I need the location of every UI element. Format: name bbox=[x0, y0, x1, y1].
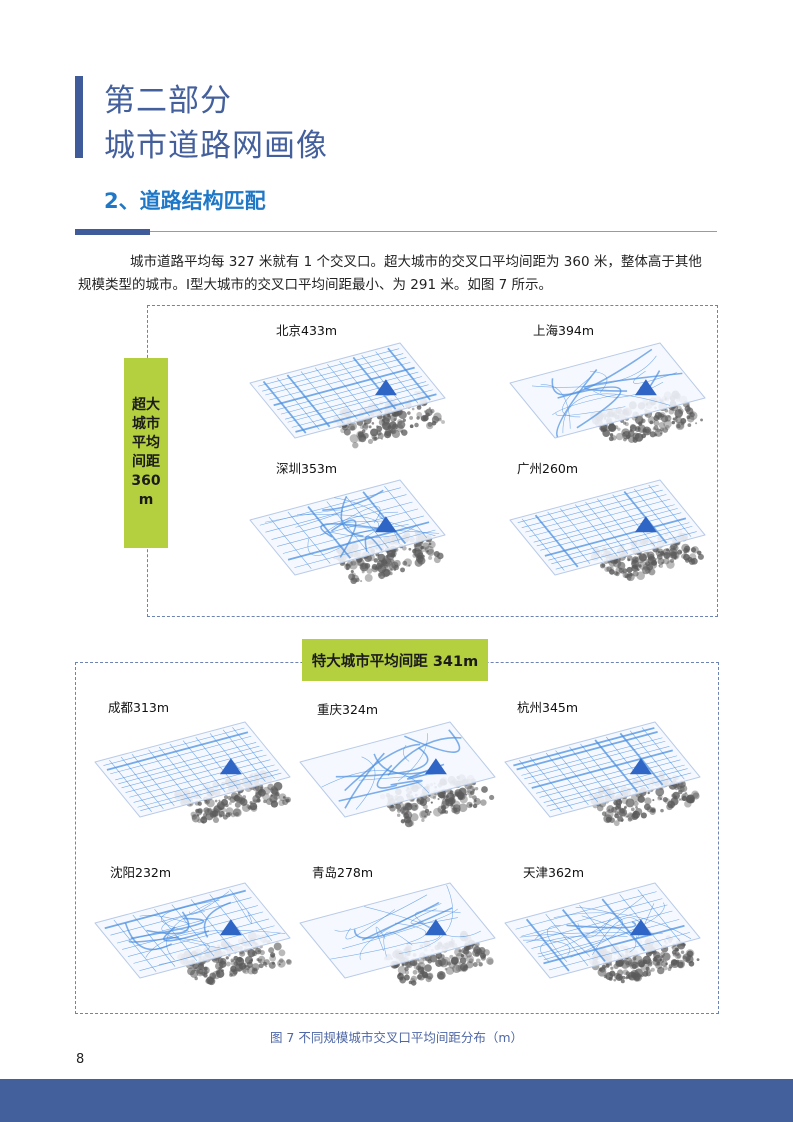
location-marker-icon bbox=[629, 758, 652, 775]
footer-band bbox=[0, 1079, 793, 1122]
road-network-illustration bbox=[504, 882, 701, 984]
road-network-illustration bbox=[509, 342, 706, 443]
city-label-shanghai: 上海394m bbox=[533, 323, 595, 338]
paragraph-line-1: 城市道路平均每 327 米就有 1 个交叉口。超大城市的交叉口平均间距为 360… bbox=[130, 254, 702, 270]
figure-caption: 图 7 不同规模城市交叉口平均间距分布（m） bbox=[269, 1030, 524, 1045]
chapter-title: 第二部分 bbox=[104, 83, 232, 119]
location-marker-icon bbox=[219, 758, 242, 775]
super-city-average-label: 超大城市平均间距360m bbox=[124, 358, 168, 548]
location-marker-icon bbox=[374, 516, 397, 533]
road-network-illustration bbox=[249, 479, 446, 585]
body-paragraph: 城市道路平均每 327 米就有 1 个交叉口。超大城市的交叉口平均间距为 360… bbox=[78, 251, 720, 297]
city-label-chengdu: 成都313m bbox=[108, 700, 170, 715]
paragraph-line-2: 规模类型的城市。Ⅰ型大城市的交叉口平均间距最小、为 291 米。如图 7 所示。 bbox=[78, 277, 553, 293]
location-marker-icon bbox=[634, 379, 657, 396]
mega-city-average-label: 特大城市平均间距 341m bbox=[302, 639, 488, 681]
city-map-guangzhou bbox=[500, 470, 715, 604]
location-marker-icon bbox=[634, 516, 657, 533]
city-label-hangzhou: 杭州345m bbox=[517, 700, 579, 715]
city-map-shenyang bbox=[85, 873, 300, 1007]
section-divider-accent bbox=[75, 229, 150, 235]
road-network-illustration bbox=[509, 479, 706, 582]
location-marker-icon bbox=[629, 919, 652, 936]
city-map-beijing bbox=[240, 333, 455, 467]
chapter-subtitle: 城市道路网画像 bbox=[104, 128, 328, 164]
city-map-shenzhen bbox=[240, 470, 455, 604]
section-title: 2、道路结构匹配 bbox=[104, 189, 266, 213]
section-divider bbox=[75, 231, 717, 232]
road-network-illustration bbox=[94, 882, 292, 986]
city-label-shenyang: 沈阳232m bbox=[110, 865, 172, 880]
road-network-illustration bbox=[299, 721, 496, 828]
city-label-qingdao: 青岛278m bbox=[312, 865, 374, 880]
location-marker-icon bbox=[424, 919, 447, 936]
location-marker-icon bbox=[219, 919, 242, 936]
city-map-chengdu bbox=[85, 712, 300, 846]
page-number: 8 bbox=[76, 1052, 85, 1067]
road-network-illustration bbox=[504, 721, 701, 827]
road-network-illustration bbox=[94, 721, 292, 824]
road-network-illustration bbox=[249, 342, 446, 449]
city-map-shanghai bbox=[500, 333, 715, 467]
location-marker-icon bbox=[424, 758, 447, 775]
city-label-tianjin: 天津362m bbox=[523, 865, 585, 880]
city-map-hangzhou bbox=[495, 712, 710, 846]
location-marker-icon bbox=[374, 379, 397, 396]
city-map-chongqing bbox=[290, 712, 505, 846]
city-map-tianjin bbox=[495, 873, 710, 1007]
city-label-chongqing: 重庆324m bbox=[317, 702, 379, 717]
city-map-qingdao bbox=[290, 873, 505, 1007]
heading-accent-bar bbox=[75, 76, 83, 158]
city-label-beijing: 北京433m bbox=[276, 323, 338, 338]
city-label-guangzhou: 广州260m bbox=[517, 461, 579, 476]
city-label-shenzhen: 深圳353m bbox=[276, 461, 338, 476]
road-network-illustration bbox=[299, 882, 496, 986]
